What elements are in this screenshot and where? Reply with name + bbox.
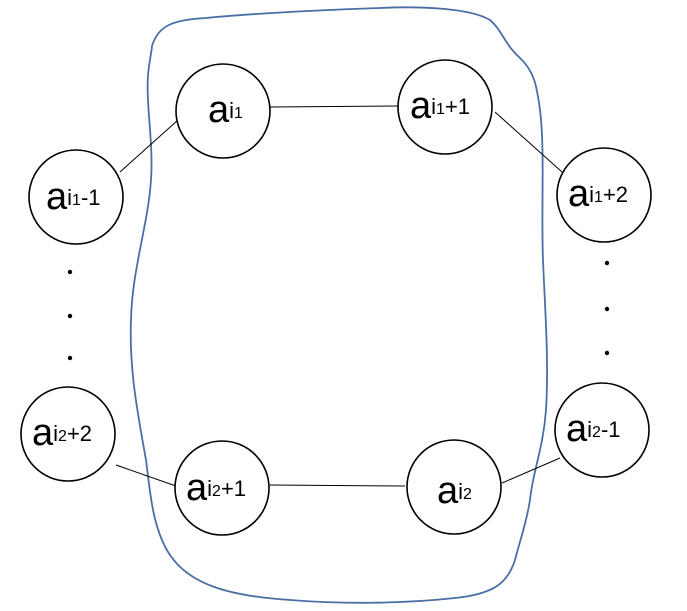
node-label: ai2-1 bbox=[566, 408, 621, 450]
ellipsis-dot bbox=[604, 306, 610, 312]
node-ai2p1: ai2+1 bbox=[174, 440, 270, 536]
ellipsis-dot bbox=[604, 260, 610, 266]
node-ai2: ai2 bbox=[406, 439, 502, 535]
node-label: ai2+2 bbox=[32, 412, 92, 454]
left-ellipsis bbox=[67, 269, 73, 361]
node-ai1: ai1 bbox=[175, 63, 271, 159]
ellipsis-dot bbox=[67, 269, 73, 275]
ellipsis-dot bbox=[67, 313, 73, 319]
edge-ai1p1-ai1p2 bbox=[494, 111, 563, 173]
node-label: ai1+1 bbox=[410, 85, 470, 127]
node-label: ai2 bbox=[437, 470, 472, 512]
edge-ai1-ai1m1 bbox=[119, 119, 179, 173]
node-ai1p1: ai1+1 bbox=[397, 59, 493, 155]
edges bbox=[115, 105, 563, 487]
node-ai2p2: ai2+2 bbox=[20, 386, 116, 482]
ellipsis-dot bbox=[604, 350, 610, 356]
node-ai1m1: ai1-1 bbox=[28, 149, 124, 245]
edge-ai2-ai2m1 bbox=[501, 457, 561, 484]
edge-ai2p1-ai2 bbox=[269, 484, 406, 487]
right-ellipsis bbox=[604, 260, 610, 356]
node-label: ai1 bbox=[208, 89, 243, 131]
edge-ai1-ai1p1 bbox=[269, 105, 399, 108]
node-label: ai1-1 bbox=[46, 176, 101, 218]
edge-ai2p2-ai2p1 bbox=[115, 464, 177, 487]
node-label: ai1+2 bbox=[568, 173, 628, 215]
node-label: ai2+1 bbox=[186, 467, 246, 509]
enclosing-boundary bbox=[129, 6, 548, 604]
node-ai1p2: ai1+2 bbox=[556, 147, 652, 243]
ellipsis-dot bbox=[67, 355, 73, 361]
node-ai2m1: ai2-1 bbox=[554, 382, 650, 478]
